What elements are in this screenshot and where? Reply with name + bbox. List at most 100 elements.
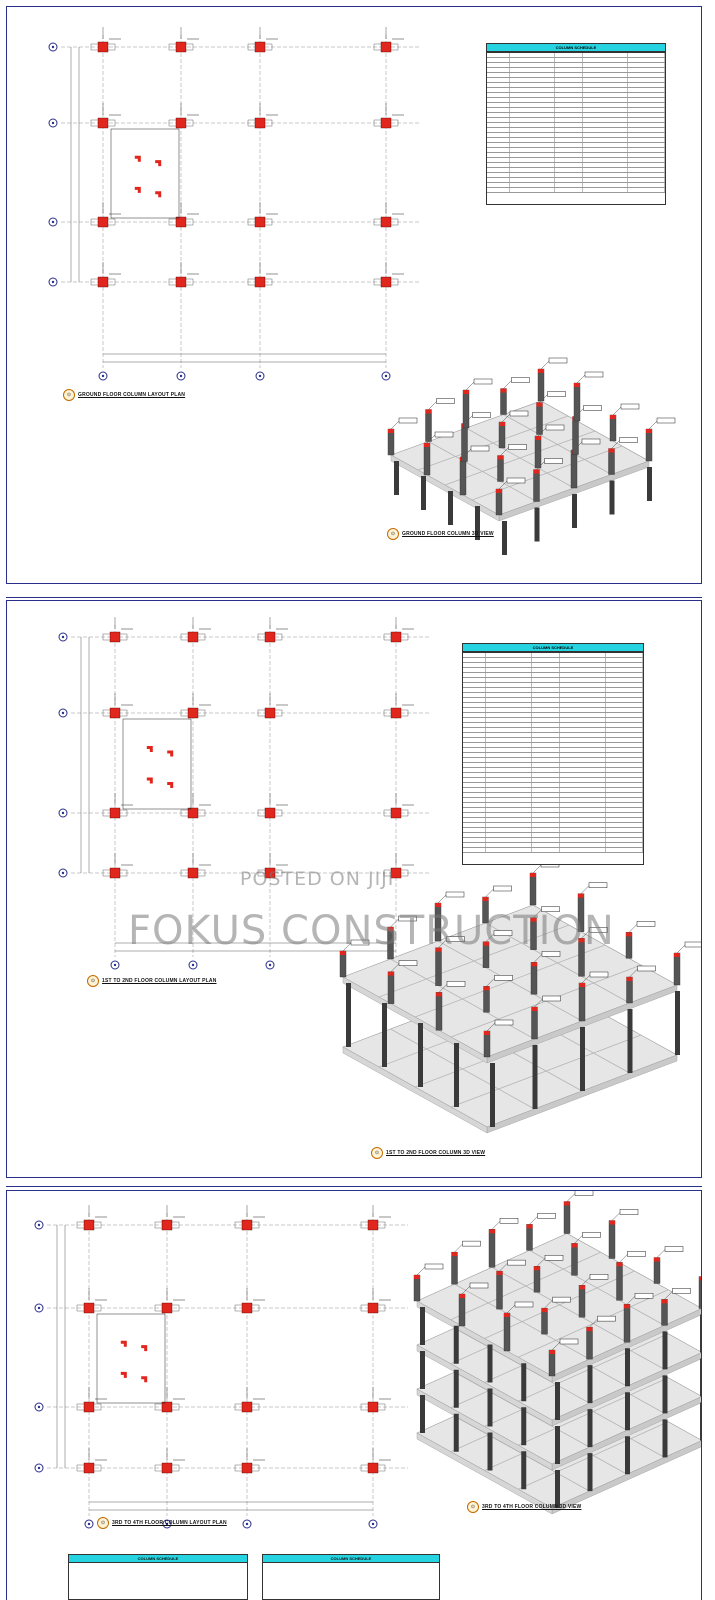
iso-column [578, 1285, 586, 1318]
support-post [625, 1392, 630, 1431]
schedule-cell [532, 723, 560, 727]
schedule-row [487, 98, 665, 103]
schedule-cell [532, 673, 560, 677]
column-marker-icon [175, 41, 187, 53]
schedule-cell [486, 673, 533, 677]
schedule-row [463, 663, 643, 668]
schedule-cell [555, 88, 583, 92]
l-column-marker-icon [155, 191, 162, 198]
schedule-cell [555, 158, 583, 162]
3d-view-title-text: GROUND FLOOR COLUMN 3D VIEW [402, 531, 494, 537]
column-marker-icon [367, 1302, 379, 1314]
column-marker-icon [661, 1299, 668, 1304]
3rd-4th-floor-plan-drawing [34, 1191, 701, 1529]
column-marker-icon [451, 1252, 458, 1257]
iso-column [698, 1276, 701, 1309]
schedule-cell [463, 693, 487, 697]
schedule-row [463, 768, 643, 773]
schedule-cell [486, 778, 533, 782]
column-marker-icon [367, 1401, 379, 1413]
schedule-cell [628, 133, 665, 137]
schedule-cell [583, 88, 629, 92]
leader-line [438, 939, 447, 948]
iso-column [573, 382, 581, 422]
iso-column [387, 971, 395, 1004]
leader-line [629, 968, 638, 978]
l-column-marker-icon [141, 1345, 148, 1352]
schedule-cell [606, 668, 643, 672]
leader-line [589, 1318, 598, 1328]
schedule-cell [532, 688, 560, 692]
schedule-row [463, 803, 643, 808]
schedule-cell [463, 838, 487, 842]
plan-view-title: ⊙ 1ST TO 2ND FLOOR COLUMN LAYOUT PLAN [87, 975, 217, 987]
schedule-cell [628, 53, 665, 57]
column-tag [514, 1301, 534, 1308]
leader-line [580, 885, 590, 894]
schedule-cell [463, 773, 487, 777]
column-marker-icon [531, 962, 537, 967]
schedule-cell [510, 168, 556, 172]
column-marker-icon [435, 903, 441, 907]
support-post [490, 1063, 495, 1127]
column-tag [541, 951, 561, 957]
schedule-cell [628, 108, 665, 112]
schedule-cell [606, 818, 643, 822]
schedule-cell [487, 188, 510, 192]
schedule-cell [486, 763, 533, 767]
schedule-cell [606, 713, 643, 717]
schedule-cell [606, 753, 643, 757]
column-marker-icon [608, 448, 615, 453]
schedule-row [463, 733, 643, 738]
leader-line [498, 480, 508, 490]
leader-line [500, 447, 509, 456]
column-tag [446, 981, 466, 987]
column-marker-icon [586, 1327, 593, 1332]
schedule-header-row [487, 52, 665, 53]
column-marker-icon [526, 1224, 533, 1229]
stair-opening [110, 128, 180, 219]
schedule-row [487, 183, 665, 188]
leader-line [486, 1022, 496, 1032]
schedule-cell [487, 83, 510, 87]
schedule-cell [532, 743, 560, 747]
support-post [521, 1363, 527, 1402]
column-marker-icon [610, 415, 616, 419]
schedule-cell [583, 58, 629, 62]
leader-line [626, 1296, 636, 1305]
column-tag [398, 417, 418, 424]
column-marker-icon [578, 893, 584, 898]
grid-bubble-icon [51, 220, 55, 224]
schedule-title: COLUMN SCHEDULE [69, 1555, 247, 1563]
schedule-cell [486, 688, 533, 692]
schedule-cell [510, 158, 556, 162]
schedule-row [487, 103, 665, 108]
column-marker-icon [264, 707, 276, 719]
support-post [502, 521, 507, 555]
column-tag [589, 927, 608, 933]
column-marker-icon [578, 938, 585, 943]
support-post [662, 1419, 668, 1458]
schedule-row [463, 783, 643, 788]
schedule-cell [486, 833, 533, 837]
drawing-sheet-ground-floor: COLUMN SCHEDULE ⊙ GROUND FLOOR COLUMN LA… [6, 6, 702, 584]
support-post [420, 1395, 425, 1433]
leader-line [656, 1249, 666, 1258]
schedule-cell [583, 98, 629, 102]
schedule-cell [487, 63, 510, 67]
schedule-cell [510, 173, 556, 177]
sheet-separator [6, 597, 702, 598]
column-marker-icon [574, 383, 580, 387]
schedule-cell [510, 143, 556, 147]
schedule-cell [463, 823, 487, 827]
beam-line [450, 1034, 642, 1108]
schedule-cell [606, 733, 643, 737]
schedule-cell [628, 188, 665, 192]
schedule-cell [555, 68, 583, 72]
column-tag [508, 444, 527, 450]
schedule-cell [486, 728, 533, 732]
schedule-cell [486, 838, 533, 842]
column-marker-icon [699, 1276, 701, 1281]
support-post [487, 1344, 493, 1383]
column-marker-icon [579, 1285, 585, 1290]
